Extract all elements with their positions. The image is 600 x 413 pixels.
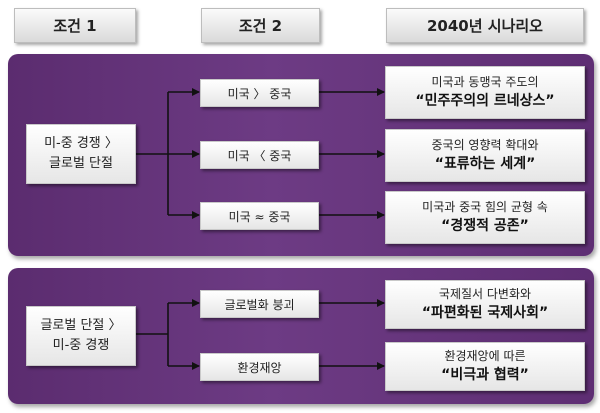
header-condition-2: 조건 2 — [201, 8, 320, 43]
group1-scenario-2-line1: 중국의 영향력 확대와 — [431, 138, 539, 152]
group1-condition2-box-3: 미국 ≈ 중국 — [200, 202, 319, 230]
group1-scenario-box-3: 미국과 중국 힘의 균형 속 “경쟁적 공존” — [385, 191, 585, 244]
group2-condition2-label-2: 환경재앙 — [237, 360, 282, 375]
group1-condition2-box-1: 미국 〉 중국 — [200, 79, 319, 107]
group2-connectors — [135, 299, 385, 370]
group2-condition2-box-2: 환경재앙 — [200, 353, 319, 381]
header-scenario-2040: 2040년 시나리오 — [386, 8, 584, 43]
group1-condition1-box: 미-중 경쟁 〉 글로벌 단절 — [26, 124, 136, 184]
group2-condition1-line1: 글로벌 단절 〉 — [40, 318, 122, 333]
group1-scenario-box-1: 미국과 동맹국 주도의 “민주주의의 르네상스” — [385, 66, 585, 119]
group2-condition2-label-1: 글로벌화 붕괴 — [224, 297, 295, 312]
header-condition-1: 조건 1 — [14, 8, 136, 43]
group2-scenario-1-line2: “파편화된 국제사회” — [421, 305, 549, 321]
group1-scenario-2-line2: “표류하는 세계” — [434, 156, 536, 172]
group1-condition2-label-2: 미국 〈 중국 — [227, 148, 292, 163]
group2-scenario-2-line1: 환경재앙에 따른 — [444, 349, 526, 363]
group2-scenario-2-line2: “비극과 협력” — [441, 367, 529, 383]
group1-condition2-label-1: 미국 〉 중국 — [227, 86, 292, 101]
group2-condition1-line2: 미-중 경쟁 — [52, 338, 110, 353]
group1-condition1-line2: 글로벌 단절 — [49, 156, 113, 171]
group2-scenario-1-line1: 국제질서 다변화와 — [438, 287, 532, 301]
group1-condition2-label-3: 미국 ≈ 중국 — [228, 209, 291, 224]
group1-scenario-3-line1: 미국과 중국 힘의 균형 속 — [422, 200, 548, 214]
group1-scenario-3-line2: “경쟁적 공존” — [441, 218, 529, 234]
group2-scenario-box-1: 국제질서 다변화와 “파편화된 국제사회” — [385, 280, 585, 329]
group2-scenario-box-2: 환경재앙에 따른 “비극과 협력” — [385, 342, 585, 391]
group1-scenario-1-line1: 미국과 동맹국 주도의 — [431, 75, 539, 89]
group1-condition1-line1: 미-중 경쟁 〉 — [44, 136, 118, 151]
group2-condition2-box-1: 글로벌화 붕괴 — [200, 290, 319, 318]
group2-condition1-box: 글로벌 단절 〉 미-중 경쟁 — [26, 306, 136, 366]
group1-condition2-box-2: 미국 〈 중국 — [200, 141, 319, 169]
group1-scenario-box-2: 중국의 영향력 확대와 “표류하는 세계” — [385, 129, 585, 182]
group1-connectors — [135, 88, 385, 219]
group1-scenario-1-line2: “민주주의의 르네상스” — [415, 93, 555, 109]
